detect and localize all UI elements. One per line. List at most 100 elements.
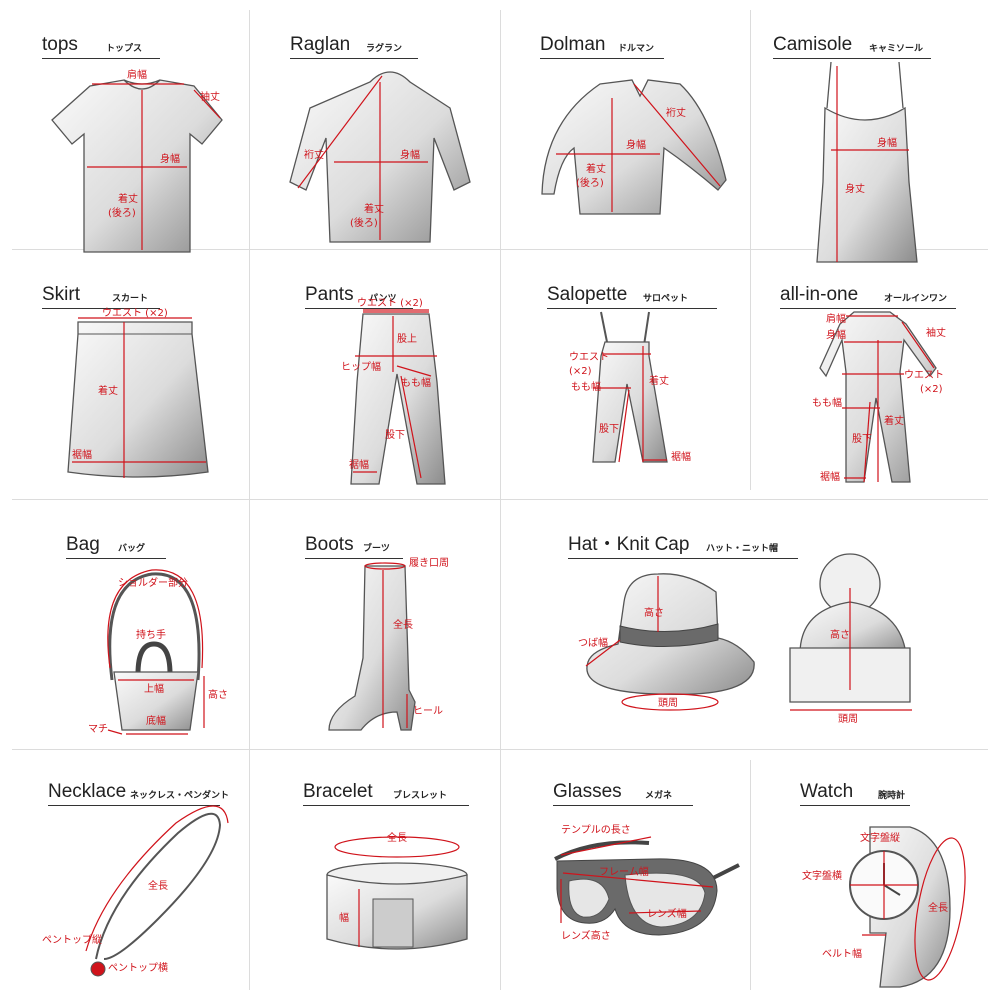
- salopette-illustration: ウエスト (×2) 着丈 もも幅 股下 裾幅: [569, 311, 691, 463]
- item-name: Skirt: [42, 284, 80, 305]
- item-title: Watch 腕時計: [800, 779, 910, 806]
- item-title: Boots ブーツ: [305, 532, 403, 559]
- label-length: 全長: [393, 618, 413, 631]
- item-name: Raglan: [290, 34, 351, 55]
- label-temple-length: テンプルの長さ: [561, 824, 631, 836]
- label-lens-height: レンズ高さ: [561, 929, 611, 942]
- label-thigh: もも幅: [812, 396, 842, 409]
- label-sleeve: 袖丈: [926, 326, 946, 339]
- all-in-one-illustration: 肩幅 袖丈 身幅 ウエスト (×2) もも幅 着丈 股下 裾幅: [812, 311, 946, 483]
- item-name: Dolman: [540, 34, 606, 55]
- bracelet-illustration: 全長 幅: [326, 831, 468, 950]
- item-name-jp: ブレスレット: [393, 791, 448, 801]
- label-cap-circumference: 頭周: [838, 713, 858, 725]
- item-name: Bracelet: [303, 781, 373, 802]
- label-hem-width: 裾幅: [72, 448, 92, 461]
- item-title: Bag バッグ: [66, 532, 166, 559]
- item-title: Camisole キャミソール: [773, 32, 931, 59]
- item-watch: Watch 腕時計 文字盤縦 文字盤横 全長 ベルト幅: [800, 779, 980, 994]
- label-length: 着丈: [118, 192, 138, 205]
- item-name-jp: バッグ: [118, 544, 146, 554]
- grid-divider: [750, 760, 751, 990]
- label-hem-width: 裾幅: [671, 450, 691, 463]
- label-length: 身丈: [845, 182, 865, 195]
- label-bracelet-width: 幅: [339, 911, 349, 924]
- label-hat-circumference: 頭周: [658, 697, 678, 709]
- label-necklace-length: 全長: [148, 879, 168, 892]
- item-name: all-in-one: [780, 284, 859, 305]
- label-waist-x2: (×2): [920, 384, 943, 395]
- raglan-illustration: 裄丈 身幅 着丈 (後ろ): [289, 71, 471, 243]
- item-title: Dolman ドルマン: [540, 32, 664, 59]
- item-camisole: Camisole キャミソール 身幅 身丈: [773, 32, 978, 263]
- label-sleeve: 裄丈: [666, 106, 686, 119]
- item-all-in-one: all-in-one オールインワン 肩幅 袖丈 身幅 ウエスト (×2) もも…: [780, 282, 980, 497]
- label-shoulder: 肩幅: [127, 68, 147, 81]
- item-salopette: Salopette サロペット ウエスト (×2) 着丈 もも幅 股下 裾幅: [547, 282, 747, 497]
- item-skirt: Skirt スカート ウエスト (×2) 着丈 裾幅: [42, 282, 247, 497]
- tshirt-illustration: 肩幅 袖丈 身幅 着丈 (後ろ): [51, 68, 223, 253]
- item-name: Boots: [305, 534, 354, 555]
- item-raglan: Raglan ラグラン 裄丈 身幅 着丈 (後ろ): [289, 32, 495, 247]
- item-name: Glasses: [553, 781, 622, 802]
- item-name-jp: パンツ: [369, 294, 397, 304]
- label-cap-height: 高さ: [830, 628, 850, 641]
- item-name-jp: オールインワン: [884, 294, 948, 304]
- label-length: 着丈: [364, 202, 384, 215]
- label-brim: つば幅: [578, 636, 608, 649]
- label-hip: ヒップ幅: [341, 360, 381, 373]
- item-name-jp: キャミソール: [869, 44, 924, 54]
- label-body-width: 身幅: [626, 138, 646, 151]
- label-body-width: 身幅: [826, 328, 846, 341]
- grid-divider: [750, 10, 751, 490]
- label-back: (後ろ): [350, 216, 378, 229]
- item-name-jp: ネックレス・ペンダント: [130, 791, 230, 801]
- hat-illustration: 高さ つば幅 頭周 高さ 頭周: [578, 553, 912, 725]
- pants-illustration: ウエスト (×2) 股上 ヒップ幅 もも幅 股下 裾幅: [341, 297, 446, 485]
- item-tops: tops トップス 肩幅 袖丈 身幅 着丈 (後ろ): [42, 32, 247, 253]
- bag-illustration: ショルダー部分 持ち手 上幅 高さ 底幅 マチ: [88, 569, 228, 735]
- boots-illustration: 履き口周 全長 ヒール: [328, 557, 449, 731]
- item-title: Raglan ラグラン: [290, 32, 418, 59]
- label-waist: ウエスト (×2): [357, 297, 423, 309]
- item-name-jp: 腕時計: [878, 791, 906, 801]
- glasses-illustration: テンプルの長さ フレーム幅 レンズ幅 レンズ高さ: [554, 824, 740, 942]
- item-title: Hat・Knit Cap ハット・ニット帽: [568, 532, 798, 559]
- item-name-jp: サロペット: [643, 294, 689, 304]
- label-shoulder-strap: ショルダー部分: [118, 576, 188, 589]
- item-title: Skirt スカート: [42, 282, 160, 309]
- label-hem-width: 裾幅: [349, 458, 369, 471]
- item-title: Pants パンツ: [305, 282, 413, 309]
- grid-divider: [500, 10, 501, 990]
- item-name-jp: ドルマン: [618, 44, 655, 54]
- label-back: (後ろ): [108, 206, 136, 219]
- label-shoulder: 肩幅: [826, 312, 846, 325]
- watch-illustration: 文字盤縦 文字盤横 全長 ベルト幅: [802, 826, 966, 988]
- item-hat-knit-cap: Hat・Knit Cap ハット・ニット帽 高さ つば幅 頭周 高さ 頭周: [568, 532, 978, 747]
- item-name-jp: トップス: [106, 44, 143, 54]
- label-inseam: 股下: [852, 433, 872, 445]
- item-name-jp: ハット・ニット帽: [706, 544, 779, 554]
- item-name: Camisole: [773, 34, 853, 55]
- label-handle: 持ち手: [136, 628, 166, 641]
- item-boots: Boots ブーツ 履き口周 全長 ヒール: [305, 532, 495, 747]
- label-gusset: マチ: [88, 723, 108, 735]
- item-name-jp: メガネ: [645, 791, 673, 801]
- label-dial-width: 文字盤横: [802, 869, 842, 882]
- label-opening: 履き口周: [409, 557, 449, 569]
- item-necklace: Necklace ネックレス・ペンダント 全長 ペントップ縦 ペントップ横: [42, 779, 246, 994]
- label-waist: ウエスト (×2): [102, 307, 168, 319]
- item-dolman: Dolman ドルマン 裄丈 身幅 着丈 (後ろ): [540, 32, 745, 247]
- label-height: 高さ: [208, 688, 228, 701]
- label-rise: 股上: [397, 333, 417, 345]
- skirt-illustration: ウエスト (×2) 着丈 裾幅: [67, 307, 209, 478]
- item-name: tops: [42, 34, 78, 55]
- label-sleeve: 裄丈: [304, 148, 324, 161]
- camisole-illustration: 身幅 身丈: [816, 61, 918, 263]
- item-title: Salopette サロペット: [547, 282, 717, 309]
- label-body-width: 身幅: [877, 136, 897, 149]
- item-name: Pants: [305, 284, 354, 305]
- label-back: (後ろ): [576, 176, 604, 189]
- label-lens-width: レンズ幅: [647, 907, 687, 920]
- label-bracelet-length: 全長: [387, 831, 407, 844]
